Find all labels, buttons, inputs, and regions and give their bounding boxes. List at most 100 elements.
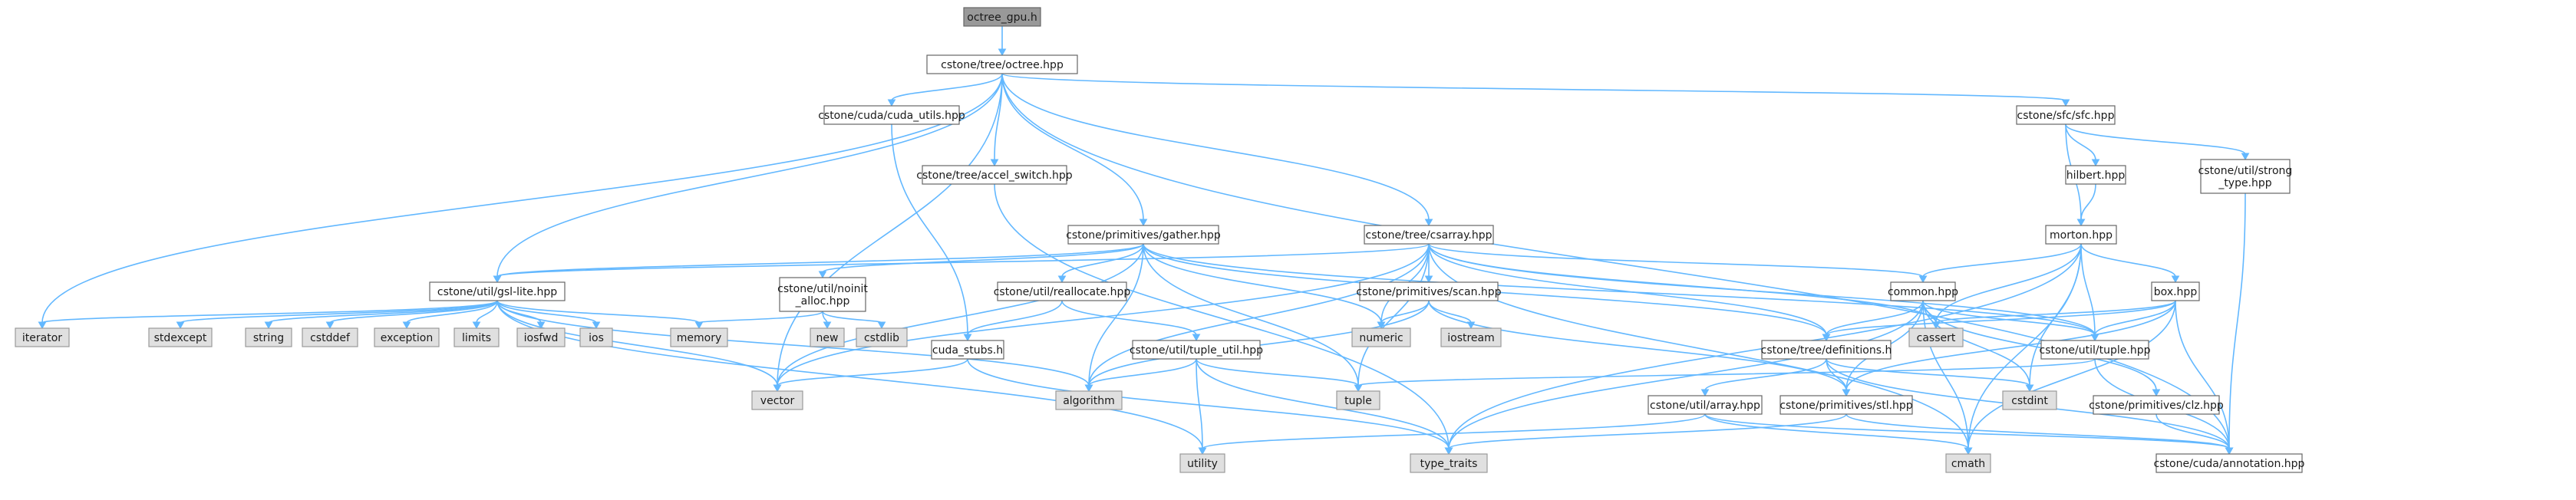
node-box <box>751 390 803 410</box>
node-label: utility <box>1187 458 1218 470</box>
node-label: cstone/tree/accel_switch.hpp <box>916 169 1073 182</box>
node-limits: limits <box>454 327 500 347</box>
node-tuple: tuple <box>1336 390 1380 410</box>
node-box <box>2065 165 2126 185</box>
node-new: new <box>810 327 845 347</box>
edge-arrowhead <box>823 321 832 330</box>
include-edge-gsl_lite-to-cstddef <box>325 300 498 330</box>
include-edge-common-to-clz <box>1922 300 2161 397</box>
node-label: algorithm <box>1063 395 1115 407</box>
include-edge-stl-to-type_traits <box>1444 413 1847 456</box>
node-tuple-hpp[interactable]: cstone/util/tuple.hpp <box>2040 340 2151 360</box>
edge-line <box>1826 358 1847 391</box>
edge-line <box>1826 300 1924 336</box>
include-edge-gsl_lite-to-stdexcept <box>176 300 498 330</box>
edge-line <box>1967 300 2176 449</box>
include-edge-array_hpp-to-cmath <box>1704 413 1973 456</box>
node-annotation[interactable]: cstone/cuda/annotation.hpp <box>2154 453 2305 473</box>
node-label: morton.hpp <box>2050 229 2113 242</box>
node-box <box>1055 390 1123 410</box>
edge-arrowhead <box>2025 384 2034 393</box>
node-csarray[interactable]: cstone/tree/csarray.hpp <box>1364 225 1494 245</box>
node-type-traits: type_traits <box>1410 453 1488 473</box>
node-box <box>1336 390 1380 410</box>
node-noinit[interactable]: cstone/util/noinit_alloc.hpp <box>777 277 868 312</box>
node-string: string <box>245 327 292 347</box>
include-edge-strong_type-to-annotation <box>2225 192 2246 456</box>
edge-line <box>822 243 1144 273</box>
node-morton[interactable]: morton.hpp <box>2045 225 2117 245</box>
edge-arrowhead <box>1354 384 1363 393</box>
node-cuda-stubs[interactable]: cuda_stubs.h <box>931 340 1004 360</box>
node-cuda-utils[interactable]: cstone/cuda/cuda_utils.hpp <box>818 105 965 125</box>
include-edge-reallocate-to-tuple_util <box>1061 300 1201 342</box>
node-definitions[interactable]: cstone/tree/definitions.h <box>1761 340 1892 360</box>
edge-line <box>496 300 1203 449</box>
node-box <box>429 281 566 301</box>
node-sfc[interactable]: cstone/sfc/sfc.hpp <box>2016 105 2116 125</box>
node-cstddef: cstddef <box>302 327 358 347</box>
edge-arrowhead <box>877 321 886 330</box>
node-array-hpp[interactable]: cstone/util/array.hpp <box>1648 395 1763 415</box>
node-scan[interactable]: cstone/primitives/scan.hpp <box>1356 281 1502 301</box>
node-box <box>2200 159 2291 194</box>
include-edge-stl-to-annotation <box>1845 413 2234 456</box>
node-cstdint: cstdint <box>2002 390 2057 410</box>
node-box <box>1364 225 1494 245</box>
node-label: cassert <box>1917 332 1956 344</box>
node-root[interactable]: octree_gpu.h <box>963 7 1041 27</box>
node-stl[interactable]: cstone/primitives/stl.hpp <box>1779 395 1913 415</box>
node-box <box>1648 395 1763 415</box>
node-iostream: iostream <box>1440 327 1502 347</box>
node-box <box>2151 281 2200 301</box>
include-edge-tuple_util-to-type_traits <box>1196 358 1453 456</box>
edge-line <box>777 73 1003 387</box>
node-box <box>1410 453 1488 473</box>
edge-arrowhead <box>2076 219 2086 227</box>
node-label: _type.hpp <box>2218 177 2271 189</box>
node-label: hilbert.hpp <box>2066 169 2126 182</box>
node-gsl-lite[interactable]: cstone/util/gsl-lite.hpp <box>429 281 566 301</box>
node-numeric: numeric <box>1351 327 1411 347</box>
node-box <box>245 327 292 347</box>
node-clz[interactable]: cstone/primitives/clz.hpp <box>2089 395 2224 415</box>
edge-arrowhead <box>2091 159 2100 167</box>
edge-line <box>1826 300 2176 336</box>
include-edge-cuda_utils-to-cuda_stubs <box>891 123 972 342</box>
node-label: cstone/cuda/annotation.hpp <box>2154 458 2305 470</box>
edge-arrowhead <box>1424 219 1433 227</box>
edge-arrowhead <box>2225 447 2234 456</box>
edge-line <box>1845 413 2230 449</box>
node-tuple-util[interactable]: cstone/util/tuple_util.hpp <box>1130 340 1263 360</box>
node-label: common.hpp <box>1888 286 1958 298</box>
node-box <box>823 105 960 125</box>
node-gather[interactable]: cstone/primitives/gather.hpp <box>1066 225 1221 245</box>
edge-arrowhead <box>818 271 827 279</box>
node-label: cstdlib <box>864 332 899 344</box>
edge-arrowhead <box>1057 275 1067 284</box>
edge-line <box>1922 243 2082 278</box>
include-edge-octree-to-accel_switch <box>990 73 1003 167</box>
node-box <box>779 277 866 312</box>
node-accel-switch[interactable]: cstone/tree/accel_switch.hpp <box>916 165 1073 185</box>
node-reallocate[interactable]: cstone/util/reallocate.hpp <box>994 281 1131 301</box>
node-label: cstone/util/tuple_util.hpp <box>1130 344 1263 357</box>
node-label: string <box>253 332 284 344</box>
edge-line <box>1922 300 2030 387</box>
node-box <box>1440 327 1502 347</box>
edge-line <box>994 183 1450 449</box>
node-box[interactable]: box.hpp <box>2151 281 2200 301</box>
edge-line <box>180 300 498 324</box>
edge-line <box>777 243 1430 387</box>
node-label: new <box>816 332 839 344</box>
node-cstdlib: cstdlib <box>856 327 908 347</box>
include-edge-array_hpp-to-utility <box>1198 413 1706 456</box>
node-octree[interactable]: cstone/tree/octree.hpp <box>926 54 1078 74</box>
node-strong-type[interactable]: cstone/util/strong_type.hpp <box>2198 159 2293 194</box>
node-common[interactable]: common.hpp <box>1888 281 1958 301</box>
edge-line <box>1704 358 1827 391</box>
node-box <box>670 327 728 347</box>
node-hilbert[interactable]: hilbert.hpp <box>2065 165 2126 185</box>
edge-line <box>496 243 1430 278</box>
edge-line <box>1061 243 1144 278</box>
